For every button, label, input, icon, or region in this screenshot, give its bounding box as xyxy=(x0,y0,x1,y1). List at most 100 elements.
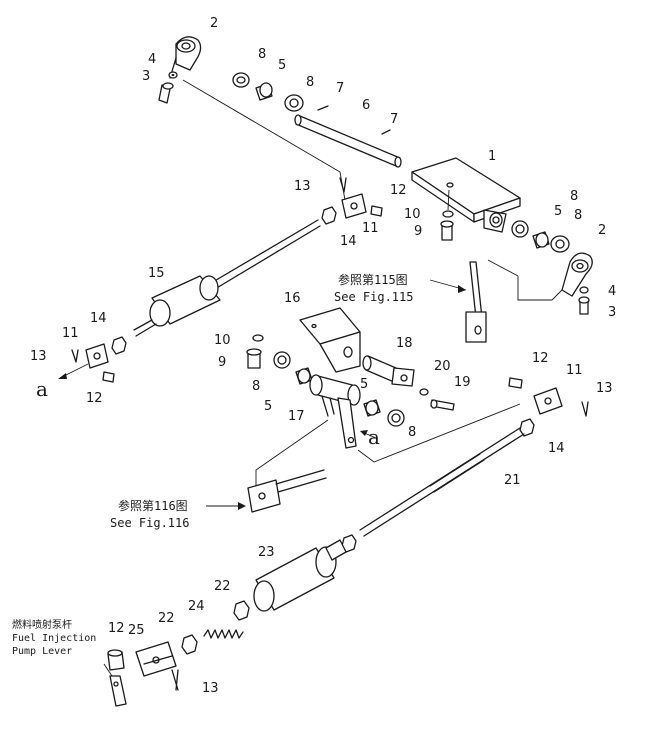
part-24-spring xyxy=(203,629,244,639)
part-14-nut-right xyxy=(519,418,535,437)
part-12-bolt-upper xyxy=(370,205,383,217)
part-7-pin-right xyxy=(381,129,391,135)
callout-13: 13 xyxy=(202,681,219,696)
callout-2: 2 xyxy=(598,223,606,238)
callout-14: 14 xyxy=(90,311,107,326)
part-5-bushing-right xyxy=(532,231,550,249)
part-3-bolt-right xyxy=(578,296,590,315)
part-12-pin-lower xyxy=(107,649,125,671)
part-14-nut-left xyxy=(111,336,127,355)
part-6-shaft xyxy=(294,114,402,168)
part-13-cotter-upper xyxy=(339,177,347,193)
part-9-bolt-mid xyxy=(246,348,262,369)
part-4-washer-right xyxy=(579,286,589,294)
callout-9: 9 xyxy=(218,355,226,370)
part-8-bushing-top-right xyxy=(284,94,304,112)
callout-16: 16 xyxy=(284,291,301,306)
callout-21: 21 xyxy=(504,473,521,488)
callout-25: 25 xyxy=(128,623,145,638)
callout-3: 3 xyxy=(142,69,150,84)
callout-11: 11 xyxy=(362,221,379,236)
part-10-washer-mid xyxy=(252,334,264,342)
part-2-lever-top xyxy=(169,36,202,79)
part-21-rod xyxy=(359,427,525,537)
fig115-reference-en: See Fig.115 xyxy=(334,290,413,304)
part-13-cotter-right xyxy=(581,401,589,417)
fig116-rod-end xyxy=(247,469,327,513)
callout-17: 17 xyxy=(288,409,305,424)
callout-22: 22 xyxy=(158,611,175,626)
callout-8: 8 xyxy=(570,189,578,204)
part-4-washer-top xyxy=(168,71,178,79)
callout-22: 22 xyxy=(214,579,231,594)
part-10-washer-top xyxy=(442,210,454,218)
callout-4: 4 xyxy=(148,52,156,67)
part-22-nut-lower xyxy=(181,634,198,655)
callout-5: 5 xyxy=(360,377,368,392)
callout-7: 7 xyxy=(390,112,398,127)
callout-23: 23 xyxy=(258,545,275,560)
callout-14: 14 xyxy=(548,441,565,456)
leader-bracket-bolt xyxy=(447,189,450,211)
part-11-clevis-right xyxy=(533,387,563,415)
pump-lever-label-en-1: Fuel Injection xyxy=(12,633,96,644)
callout-1: 1 xyxy=(488,149,496,164)
fig116-reference-cn: 参照第116图 xyxy=(118,498,188,513)
callout-18: 18 xyxy=(396,336,413,351)
part-8-bushing-right-a xyxy=(511,220,529,238)
part-8-bushing-right-b xyxy=(550,235,570,253)
marker-a-mid: a xyxy=(368,425,380,449)
part-15-rod xyxy=(133,219,321,337)
part-9-bolt-top xyxy=(440,220,454,241)
leader-fig116 xyxy=(255,419,329,486)
callout-2: 2 xyxy=(210,16,218,31)
callout-8: 8 xyxy=(574,208,582,223)
callout-19: 19 xyxy=(454,375,471,390)
part-23-cylinder xyxy=(253,539,347,612)
callout-5: 5 xyxy=(554,204,562,219)
callout-10: 10 xyxy=(214,333,231,348)
part-13-cotter-left xyxy=(71,349,79,363)
part-16-bracket xyxy=(299,307,361,373)
callout-8: 8 xyxy=(306,75,314,90)
callout-12: 12 xyxy=(390,183,407,198)
callout-14: 14 xyxy=(340,234,357,249)
callout-4: 4 xyxy=(608,284,616,299)
pump-lever-label-en-2: Pump Lever xyxy=(12,646,72,657)
callout-5: 5 xyxy=(264,399,272,414)
leader-mid-right xyxy=(357,403,521,463)
part-22-nut-upper xyxy=(233,600,250,621)
callout-20: 20 xyxy=(434,359,451,374)
pump-lever-label-cn: 燃料喷射泵杆 xyxy=(12,618,72,631)
part-8-bushing-mid-b xyxy=(387,409,405,427)
part-11-clevis-left xyxy=(85,343,109,369)
part-14-nut-upper xyxy=(321,206,337,225)
part-8-bushing-top-left xyxy=(232,72,250,88)
marker-a-left: a xyxy=(36,377,48,401)
part-17-shaft-lever xyxy=(309,374,361,449)
part-5-bushing-top xyxy=(255,82,273,101)
part-5-bushing-mid-a xyxy=(295,367,313,385)
part-8-bushing-mid-a xyxy=(273,351,291,369)
part-3-bolt-top xyxy=(158,82,174,104)
part-25-clevis xyxy=(135,641,177,677)
leader-fig115 xyxy=(487,259,563,301)
callout-10: 10 xyxy=(404,207,421,222)
callout-6: 6 xyxy=(362,98,370,113)
fig116-reference-en: See Fig.116 xyxy=(110,516,189,530)
part-7-pin-left xyxy=(317,105,329,111)
callout-12: 12 xyxy=(108,621,125,636)
fig115-rod-end xyxy=(465,261,487,343)
callout-8: 8 xyxy=(408,425,416,440)
callout-11: 11 xyxy=(62,326,79,341)
callout-12: 12 xyxy=(532,351,549,366)
callout-12: 12 xyxy=(86,391,103,406)
part-12-bolt-left xyxy=(102,371,115,383)
callout-8: 8 xyxy=(258,47,266,62)
callout-13: 13 xyxy=(596,381,613,396)
callout-7: 7 xyxy=(336,81,344,96)
part-20-washer xyxy=(419,388,429,396)
leader-pump-lever xyxy=(103,663,113,677)
callout-3: 3 xyxy=(608,305,616,320)
